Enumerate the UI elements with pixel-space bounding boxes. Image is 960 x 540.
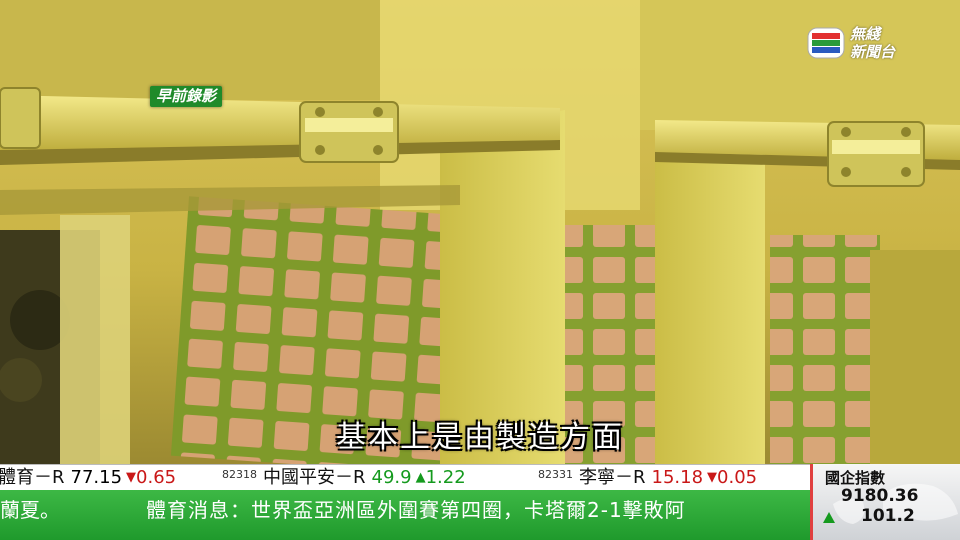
ticker-change: ▼0.05 xyxy=(707,467,757,488)
ticker-change: ▲1.22 xyxy=(416,467,466,488)
tvb-logo-icon xyxy=(807,27,845,59)
ticker-code: 82331 xyxy=(538,468,573,481)
index-panel: 國企指數 9180.36 101.2 xyxy=(810,464,960,540)
up-arrow-icon: ▲ xyxy=(415,470,426,485)
ticker-price: 49.9 xyxy=(371,467,412,488)
tvb-news-logo: 無綫 新聞台 xyxy=(807,24,927,64)
archive-footage-label: 早前錄影 xyxy=(150,86,223,107)
ticker-code: 82318 xyxy=(222,468,257,481)
ticker-name: 體育－R xyxy=(0,467,65,488)
news-crawl-headline: 體育消息：世界盃亞洲區外圍賽第四圈，卡塔爾2-1擊敗阿 xyxy=(146,498,686,522)
world-map-icon xyxy=(833,483,958,524)
index-value: 9180.36 xyxy=(841,486,919,506)
down-arrow-icon: ▼ xyxy=(707,470,718,485)
ticker-price: 77.15 xyxy=(70,467,123,488)
ticker-name: 中國平安－R xyxy=(263,467,366,488)
ticker-price: 15.18 xyxy=(651,467,704,488)
up-arrow-icon xyxy=(823,512,835,523)
ticker-name: 李寧－R xyxy=(579,467,646,488)
ticker-change: ▼0.65 xyxy=(126,467,176,488)
news-crawl: 蘭夏。 體育消息：世界盃亞洲區外圍賽第四圈，卡塔爾2-1擊敗阿 xyxy=(0,490,810,540)
logo-wordmark: 無綫 新聞台 xyxy=(850,25,896,61)
subtitle-caption: 基本上是由製造方面 xyxy=(336,420,624,455)
news-crawl-fragment: 蘭夏。 xyxy=(0,498,60,522)
index-change: 101.2 xyxy=(861,506,915,526)
down-arrow-icon: ▼ xyxy=(126,470,137,485)
index-title: 國企指數 xyxy=(825,469,886,487)
